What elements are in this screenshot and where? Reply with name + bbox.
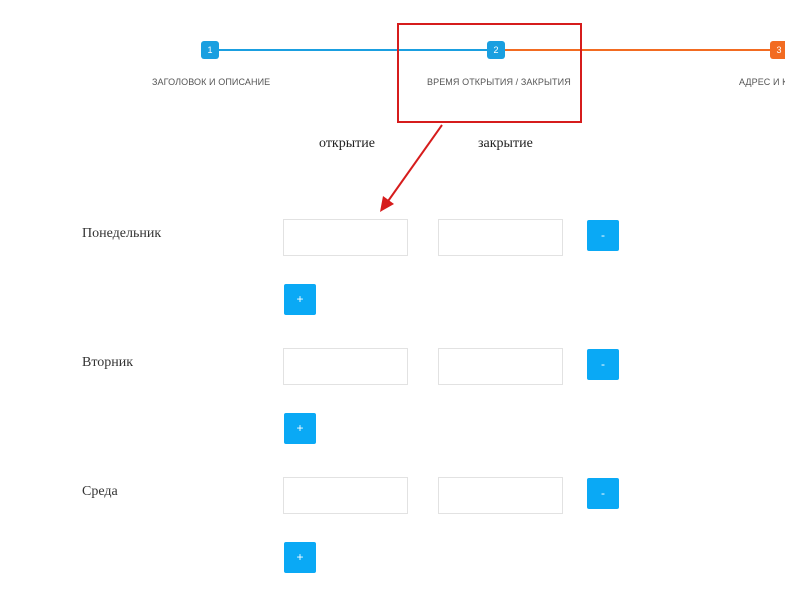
day-row-monday: Понедельник - + bbox=[0, 219, 785, 326]
opening-time-input[interactable] bbox=[283, 219, 408, 256]
step-2-label[interactable]: ВРЕМЯ ОТКРЫТИЯ / ЗАКРЫТИЯ bbox=[427, 77, 571, 87]
day-row-wednesday: Среда - + bbox=[0, 477, 785, 584]
day-label: Вторник bbox=[82, 355, 134, 370]
step-wizard: 1 2 3 ЗАГОЛОВОК И ОПИСАНИЕ ВРЕМЯ ОТКРЫТИ… bbox=[0, 0, 785, 100]
closing-time-input[interactable] bbox=[438, 219, 563, 256]
step-3-label[interactable]: АДРЕС И К bbox=[739, 77, 785, 87]
closing-time-input[interactable] bbox=[438, 348, 563, 385]
step-2-marker[interactable]: 2 bbox=[487, 41, 505, 59]
remove-interval-button[interactable]: - bbox=[587, 478, 619, 509]
add-interval-button[interactable]: + bbox=[284, 542, 316, 573]
step-1-label[interactable]: ЗАГОЛОВОК И ОПИСАНИЕ bbox=[152, 77, 271, 87]
annotation-arrow-icon bbox=[380, 124, 443, 212]
annotation-highlight-box bbox=[397, 23, 582, 123]
step-3-marker[interactable]: 3 bbox=[770, 41, 785, 59]
closing-column-header: закрытие bbox=[478, 136, 533, 151]
opening-time-input[interactable] bbox=[283, 477, 408, 514]
day-label: Среда bbox=[82, 484, 118, 499]
day-label: Понедельник bbox=[82, 226, 162, 241]
opening-column-header: открытие bbox=[319, 136, 375, 151]
closing-time-input[interactable] bbox=[438, 477, 563, 514]
opening-time-input[interactable] bbox=[283, 348, 408, 385]
remove-interval-button[interactable]: - bbox=[587, 220, 619, 251]
progress-line-completed bbox=[210, 49, 496, 51]
add-interval-button[interactable]: + bbox=[284, 284, 316, 315]
progress-line-pending bbox=[496, 49, 785, 51]
remove-interval-button[interactable]: - bbox=[587, 349, 619, 380]
add-interval-button[interactable]: + bbox=[284, 413, 316, 444]
day-row-tuesday: Вторник - + bbox=[0, 348, 785, 455]
step-1-marker[interactable]: 1 bbox=[201, 41, 219, 59]
